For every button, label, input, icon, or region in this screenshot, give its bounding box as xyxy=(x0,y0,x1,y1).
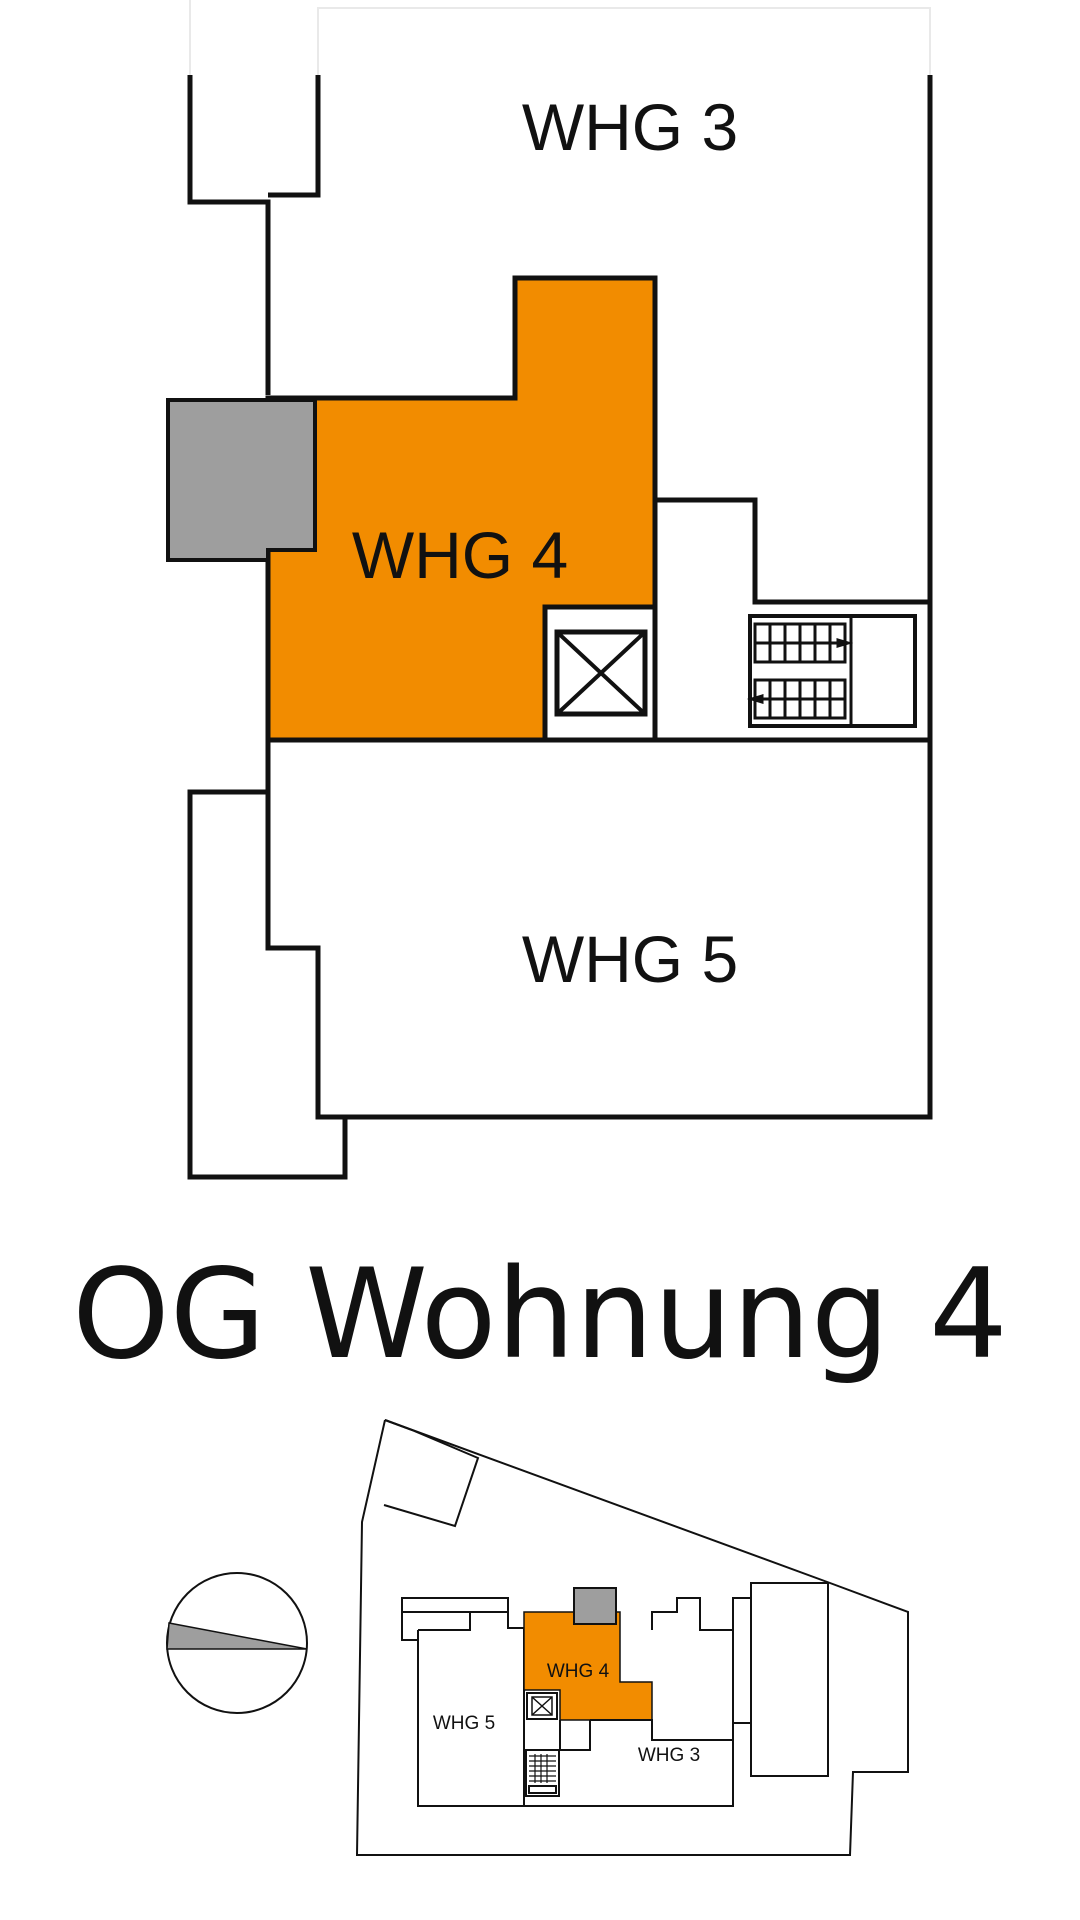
stairs-frame xyxy=(748,614,917,728)
site-label-whg5: WHG 5 xyxy=(433,1713,495,1734)
site-plan xyxy=(355,1419,909,1856)
site-whg5-outline xyxy=(418,1611,525,1806)
gray-block xyxy=(166,398,317,562)
corridor-outline xyxy=(655,497,930,605)
main-label-whg4: WHG 4 xyxy=(352,518,568,592)
site-label-whg3: WHG 3 xyxy=(638,1745,700,1766)
main-floor-plan xyxy=(166,0,933,1180)
elevator-icon xyxy=(554,629,648,717)
site-upper-left-annex xyxy=(401,1597,509,1613)
main-label-whg3: WHG 3 xyxy=(522,90,738,164)
site-gray-block xyxy=(573,1587,617,1625)
site-stairs-icon xyxy=(525,1749,560,1797)
plot-corner-building xyxy=(383,1419,480,1528)
main-label-whg5: WHG 5 xyxy=(522,922,738,996)
left-lower-notch xyxy=(187,789,348,1180)
page-title: OG Wohnung 4 xyxy=(72,1243,1008,1387)
plot-outline xyxy=(355,1419,909,1856)
upper-notch-inner xyxy=(268,75,321,198)
whg5-outline xyxy=(265,740,933,1120)
left-upper-notch xyxy=(187,75,271,395)
right-building xyxy=(750,1582,829,1777)
site-building-outline xyxy=(417,1597,734,1807)
right-annex xyxy=(732,1597,752,1724)
site-label-whg4: WHG 4 xyxy=(547,1661,610,1682)
faint-top-outline xyxy=(189,0,931,75)
site-whg3-outline xyxy=(559,1719,733,1751)
site-elevator-icon xyxy=(526,1692,558,1720)
compass-icon xyxy=(166,1572,308,1714)
stairs-icon xyxy=(746,622,854,720)
